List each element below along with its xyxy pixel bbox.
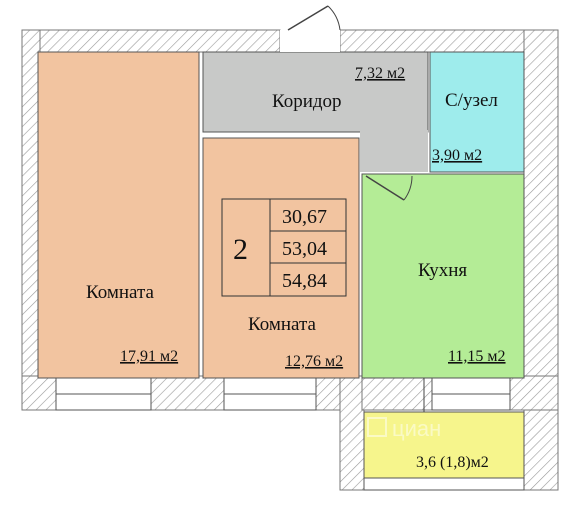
watermark-logo: циан bbox=[367, 416, 441, 441]
bathroom-name: С/узел bbox=[445, 90, 498, 111]
corridor-area-label: 7,32 м2 bbox=[355, 65, 405, 82]
balcony-area-label: 3,6 (1,8)м2 bbox=[416, 454, 489, 471]
room-2-area-label: 12,76 м2 bbox=[285, 353, 343, 370]
bathroom-area-label: 3,90 м2 bbox=[432, 147, 482, 164]
area-summary-table bbox=[221, 198, 347, 297]
room-2-name: Комната bbox=[248, 314, 317, 335]
total-area-value: 53,04 bbox=[282, 238, 327, 260]
kitchen-area-label: 11,15 м2 bbox=[448, 348, 506, 365]
window-room-1 bbox=[55, 377, 152, 411]
room-1-area-label: 17,91 м2 bbox=[120, 348, 178, 365]
rooms-count: 2 bbox=[233, 233, 248, 266]
living-area-value: 30,67 bbox=[282, 206, 327, 228]
entrance-door-icon bbox=[280, 5, 341, 52]
total-area-balcony-value: 54,84 bbox=[282, 270, 327, 292]
corridor-name: Коридор bbox=[272, 91, 342, 112]
wall-left bbox=[21, 29, 41, 411]
room-2-area bbox=[202, 137, 360, 379]
window-room-2 bbox=[223, 377, 317, 411]
corridor-extension bbox=[360, 130, 428, 172]
room-1-area bbox=[37, 51, 200, 379]
room-1-name: Комната bbox=[86, 282, 155, 303]
wall-right bbox=[523, 29, 559, 491]
window-balcony bbox=[363, 477, 525, 491]
kitchen-name: Кухня bbox=[418, 260, 467, 281]
window-kitchen bbox=[431, 377, 511, 411]
watermark-text: циан bbox=[392, 416, 441, 441]
bathroom-area bbox=[429, 51, 525, 173]
wall-top-left bbox=[21, 29, 281, 53]
kitchen-door-icon bbox=[365, 175, 413, 201]
corridor-area bbox=[202, 51, 429, 133]
wall-balcony-left bbox=[339, 375, 365, 491]
